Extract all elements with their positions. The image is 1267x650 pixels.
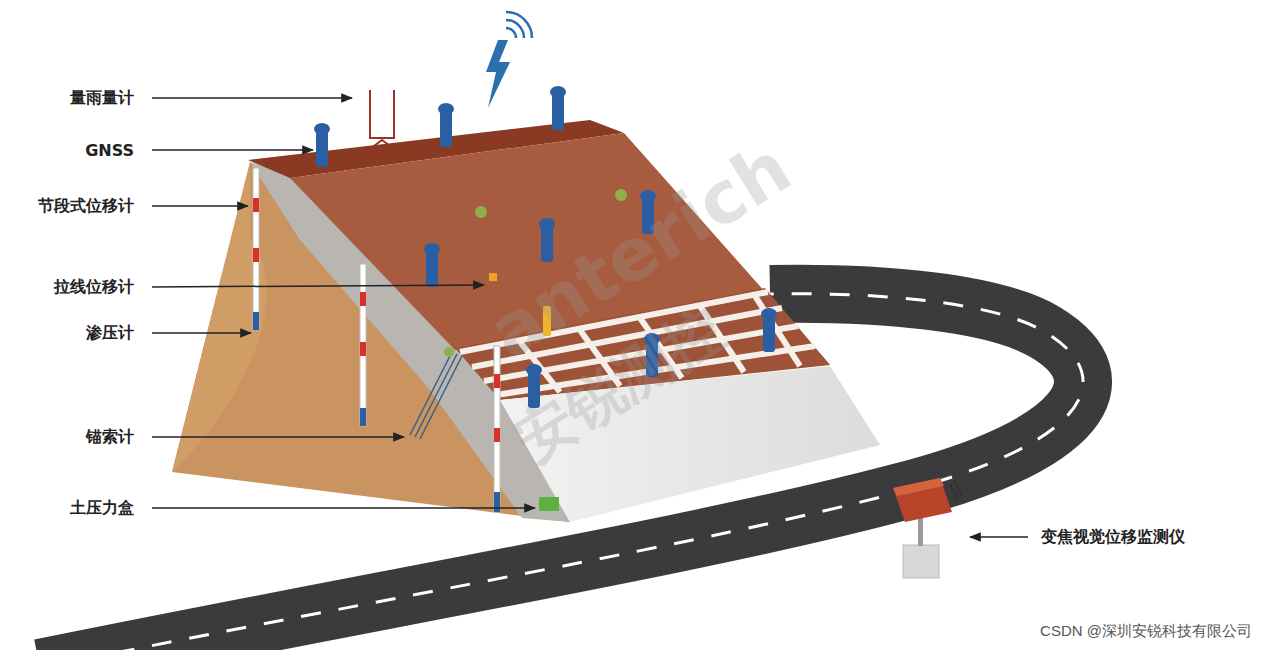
sensor-label: 拉线位移计 bbox=[54, 277, 134, 298]
vision-monitor bbox=[893, 478, 962, 578]
watermark: 安锐测控 bbox=[501, 290, 739, 479]
signal-icon bbox=[486, 12, 532, 108]
watermark: anterich bbox=[475, 125, 805, 375]
retaining-wall bbox=[500, 366, 880, 522]
gnss-stations bbox=[314, 86, 777, 408]
sensor-label: 节段式位移计 bbox=[38, 196, 134, 217]
credit-text: CSDN @深圳安锐科技有限公司 bbox=[1040, 622, 1252, 641]
anchor-cables bbox=[410, 352, 462, 439]
sensor-label: 锚索计 bbox=[86, 427, 134, 448]
pressure-box bbox=[539, 497, 559, 511]
leader-arrows bbox=[152, 98, 1028, 537]
rain-gauge bbox=[366, 90, 398, 152]
sensor-label: 变焦视觉位移监测仪 bbox=[1041, 527, 1185, 548]
sensor-label: 渗压计 bbox=[86, 323, 134, 344]
sensor-label: GNSS bbox=[85, 141, 134, 160]
sensor-label: 土压力盒 bbox=[70, 498, 134, 519]
segment-gauges bbox=[253, 168, 500, 512]
sensor-label: 量雨量计 bbox=[70, 88, 134, 109]
wire-sensor bbox=[489, 273, 497, 281]
